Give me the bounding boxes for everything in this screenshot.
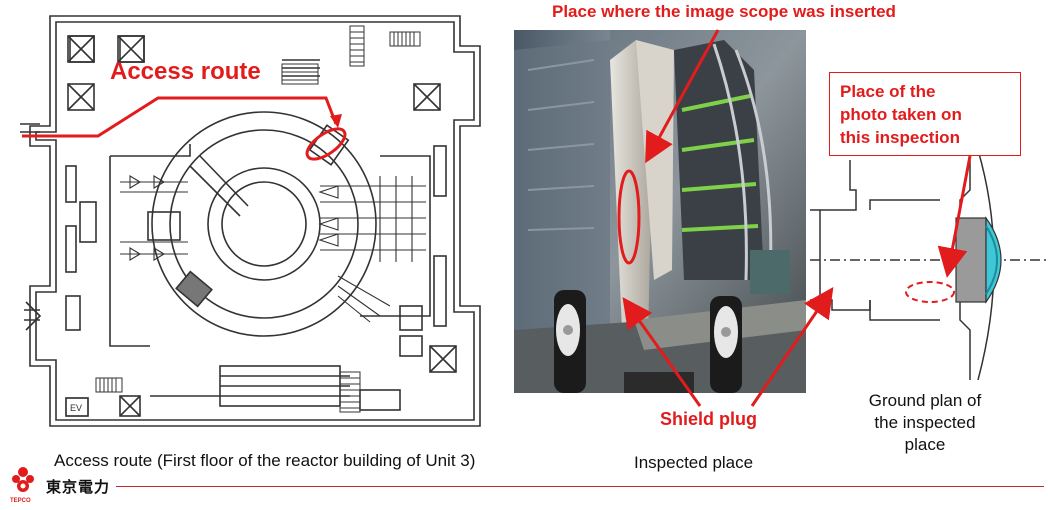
footer-divider [116,486,1044,487]
access-route-title: Access route [110,58,261,85]
scope-insertion-ellipse [617,169,641,265]
floor-plan-caption: Access route (First floor of the reactor… [54,451,476,470]
ev-label: EV [70,403,82,413]
ground-caption-line-2: the inspected [874,413,976,432]
scope-insertion-label: Place where the image scope was inserted [552,2,896,21]
ground-caption-line-1: Ground plan of [868,391,982,410]
access-route-target-ellipse [305,127,347,161]
inspection-photo [514,30,806,393]
ground-caption-line-3: place [904,435,946,454]
photo-location-ellipse [905,281,955,303]
logo-text: TEPCO [10,498,31,504]
photo-caption: Inspected place [634,453,754,472]
floor-plan-diagram: EV [20,15,481,427]
callout-line-1: Place of the [840,82,936,101]
ground-plan-diagram [810,150,1046,380]
company-name: 東京電力 [46,479,111,496]
photo-location-callout: Place of the photo taken on this inspect… [829,72,1021,156]
callout-line-2: photo taken on [840,105,962,124]
access-route-line [22,96,338,138]
callout-line-3: this inspection [840,128,960,147]
company-logo: TEPCO [10,467,34,504]
shield-plug-label: Shield plug [660,409,757,429]
ground-plan-caption: Ground plan of the inspected place [850,390,1000,456]
